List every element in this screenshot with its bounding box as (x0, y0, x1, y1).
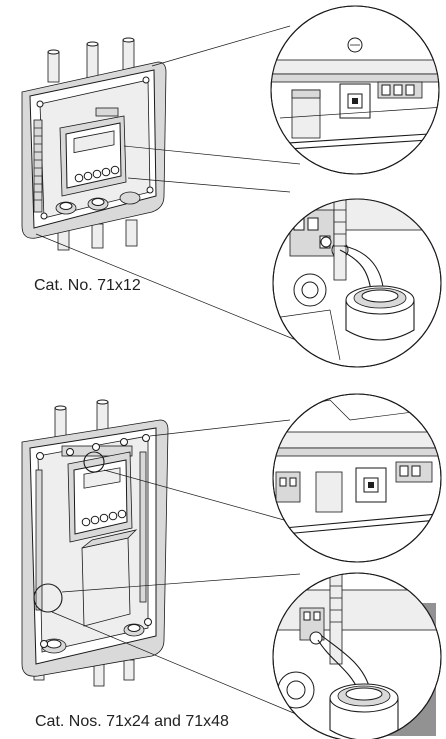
detail-connectors-71x24-71x48 (272, 393, 442, 563)
detail-gland-71x24-71x48 (272, 572, 442, 739)
caption-71x12: Cat. No. 71x12 (34, 277, 141, 294)
detail-connectors-71x12 (270, 5, 440, 175)
enclosure-71x24-71x48 (21, 399, 169, 687)
caption-71x24-71x48: Cat. Nos. 71x24 and 71x48 (35, 713, 229, 730)
callout-lines-71x24-71x48 (51, 419, 301, 715)
enclosure-71x12 (21, 37, 167, 251)
callout-lines-71x12 (35, 25, 301, 341)
detail-gland-71x12 (272, 198, 442, 368)
